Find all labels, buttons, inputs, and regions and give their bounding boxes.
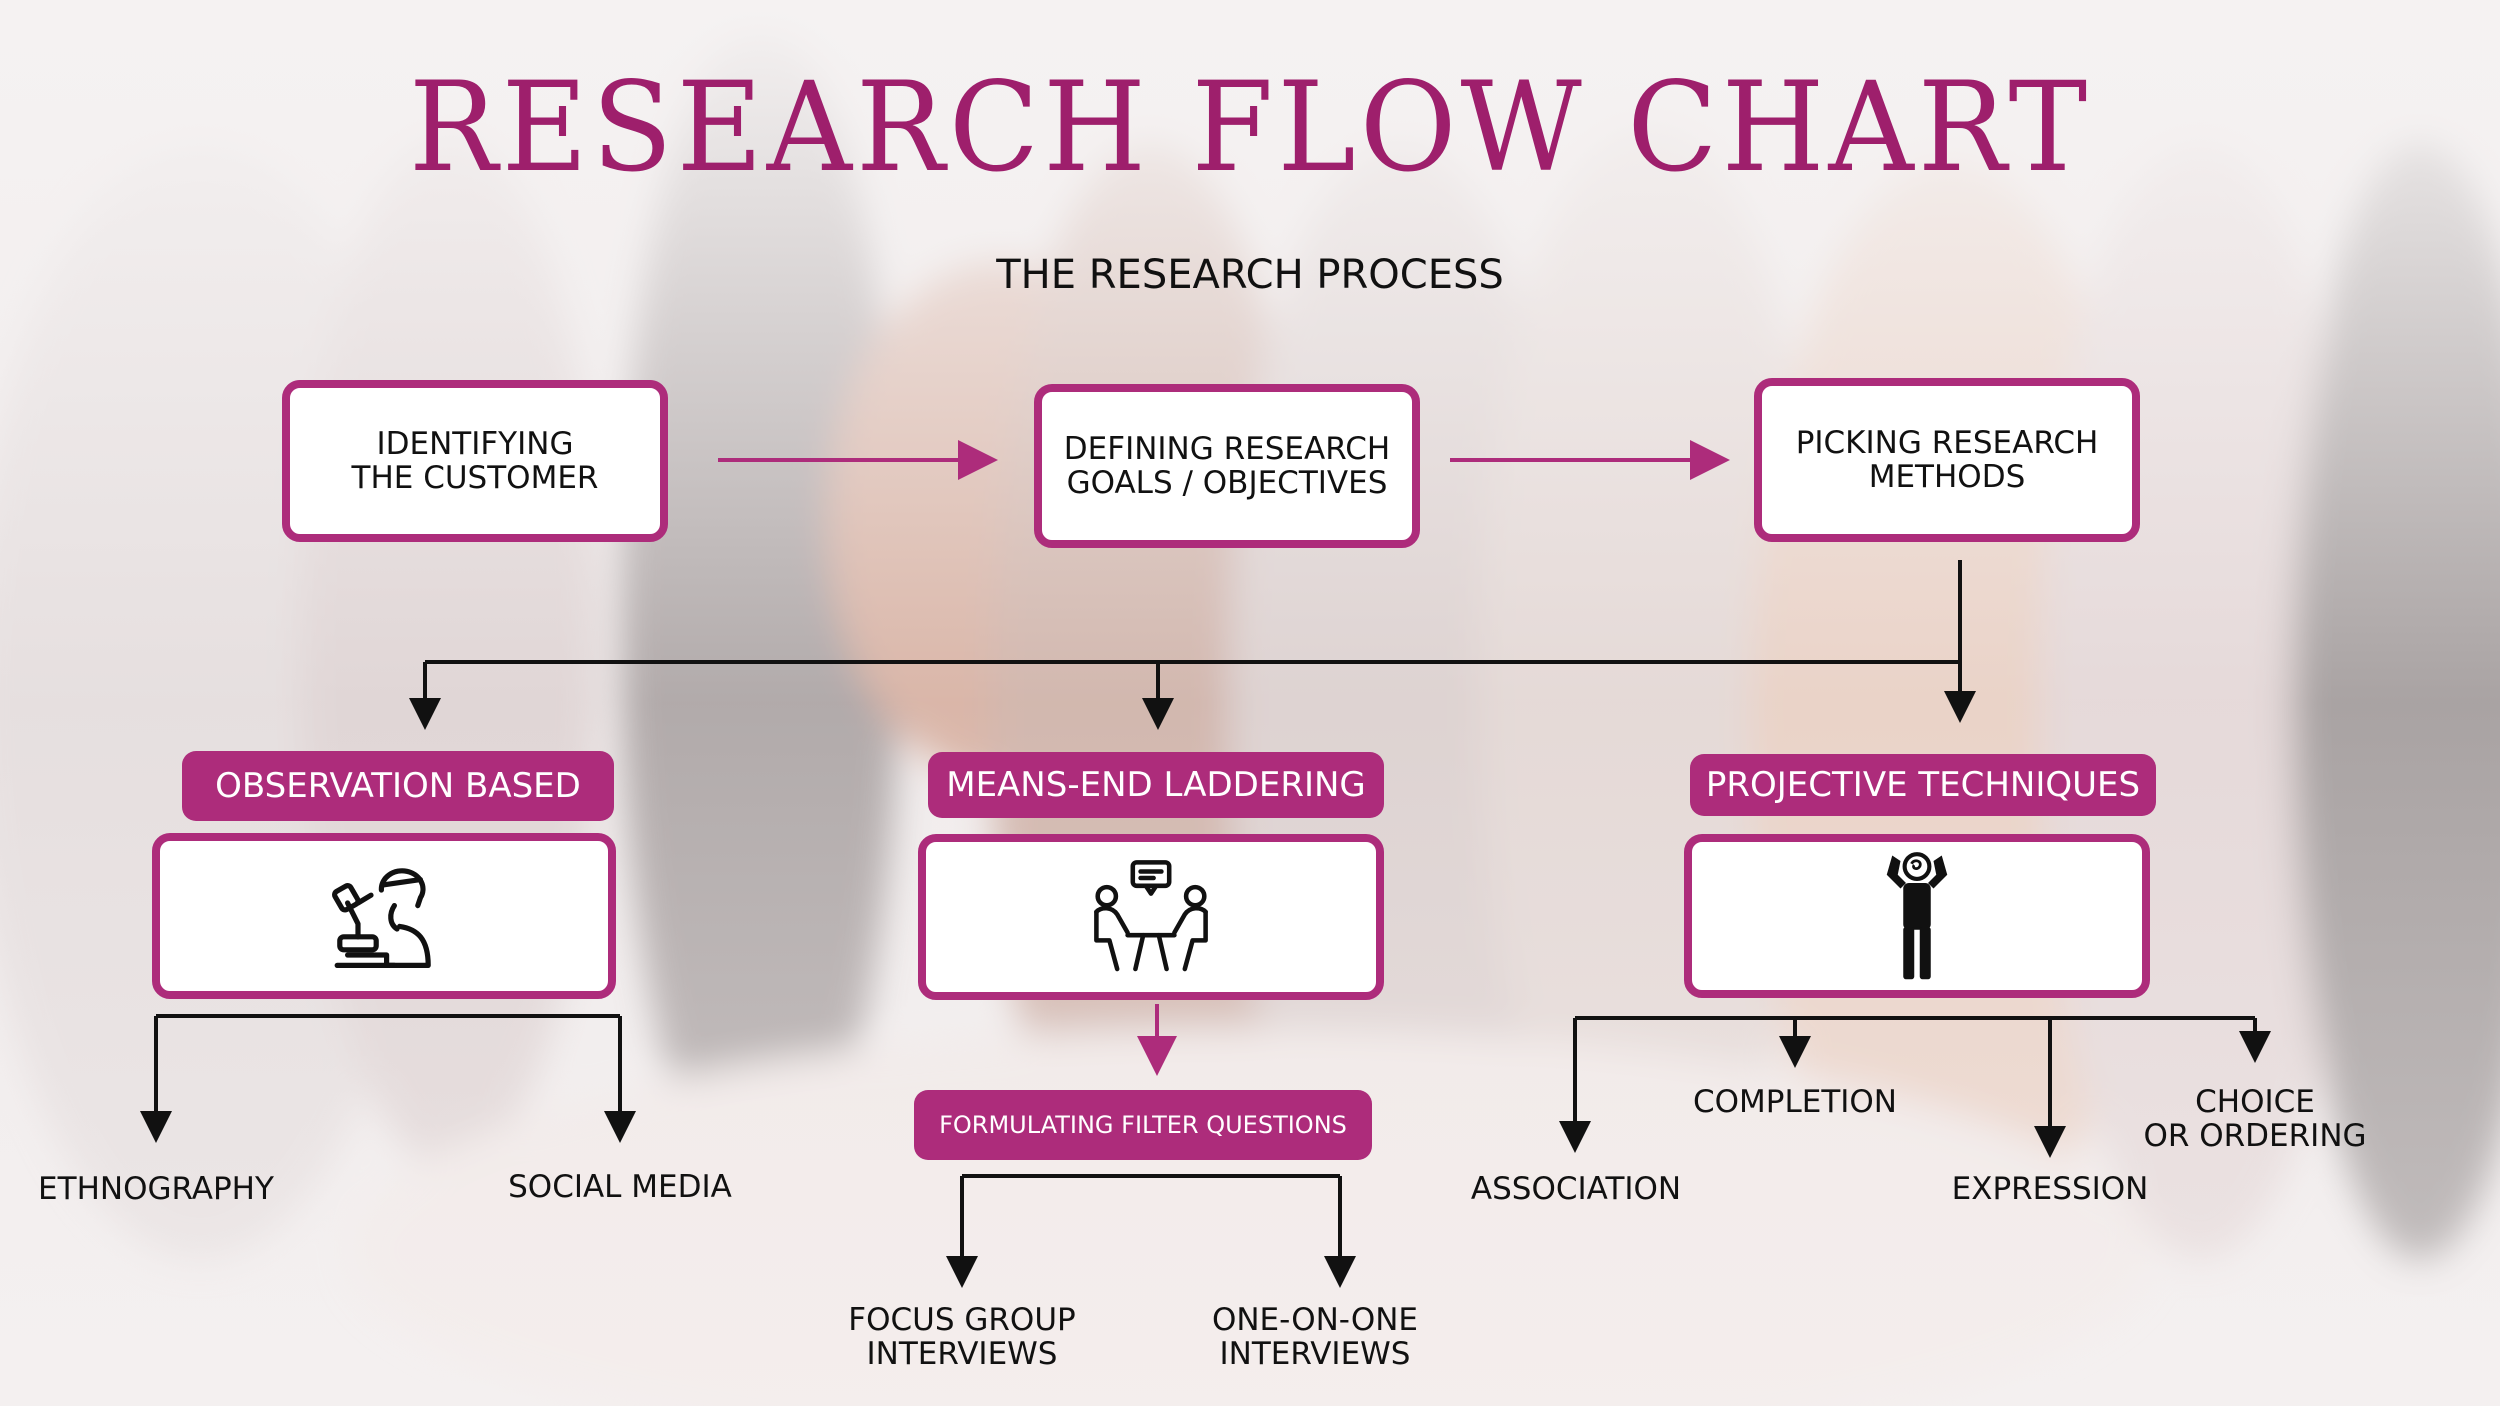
leaf-association: ASSOCIATION bbox=[1470, 1171, 1682, 1207]
leaf-ethnography: ETHNOGRAPHY bbox=[38, 1171, 274, 1207]
step-line: GOALS / OBJECTIVES bbox=[1066, 465, 1388, 501]
leaf-social-media: SOCIAL MEDIA bbox=[508, 1169, 732, 1205]
projective-icon-box bbox=[1684, 834, 2150, 998]
observation-branch bbox=[140, 1014, 636, 1143]
step-line: THE CUSTOMER bbox=[351, 460, 599, 496]
page-title: RESEARCH FLOW CHART bbox=[408, 54, 2092, 200]
interview-conversation-icon bbox=[1094, 860, 1208, 972]
step-line: DEFINING RESEARCH bbox=[1063, 430, 1391, 467]
leaf-line: OR ORDERING bbox=[2143, 1118, 2367, 1155]
leaf-line: FOCUS GROUP bbox=[848, 1302, 1076, 1338]
laddering-icon-box bbox=[918, 834, 1384, 1000]
scientist-microscope-icon bbox=[332, 868, 431, 968]
leaf-line: CHOICE bbox=[2195, 1084, 2315, 1120]
leaf-line: ONE-ON-ONE bbox=[1211, 1302, 1419, 1338]
projective-branch bbox=[1559, 1016, 2271, 1158]
filter-branch bbox=[946, 1174, 1356, 1288]
leaf-line: INTERVIEWS bbox=[1219, 1336, 1411, 1373]
observation-icon-box bbox=[152, 833, 616, 999]
step-line: IDENTIFYING bbox=[376, 425, 574, 462]
leaf-expression: EXPRESSION bbox=[1951, 1171, 2149, 1207]
subtitle: THE RESEARCH PROCESS bbox=[996, 252, 1504, 298]
leaf-completion: COMPLETION bbox=[1692, 1084, 1897, 1120]
methods-branch bbox=[409, 560, 1976, 730]
filter-questions: FORMULATING FILTER QUESTIONS bbox=[914, 1090, 1372, 1160]
method-means-end-laddering: MEANS-END LADDERING bbox=[928, 752, 1384, 818]
method-projective-techniques: PROJECTIVE TECHNIQUES bbox=[1690, 754, 2156, 816]
step-line: PICKING RESEARCH bbox=[1795, 424, 2099, 461]
confused-person-icon bbox=[1886, 852, 1948, 980]
step-line: METHODS bbox=[1868, 459, 2026, 495]
method-observation-based: OBSERVATION BASED bbox=[182, 751, 614, 821]
leaf-line: INTERVIEWS bbox=[866, 1336, 1058, 1373]
